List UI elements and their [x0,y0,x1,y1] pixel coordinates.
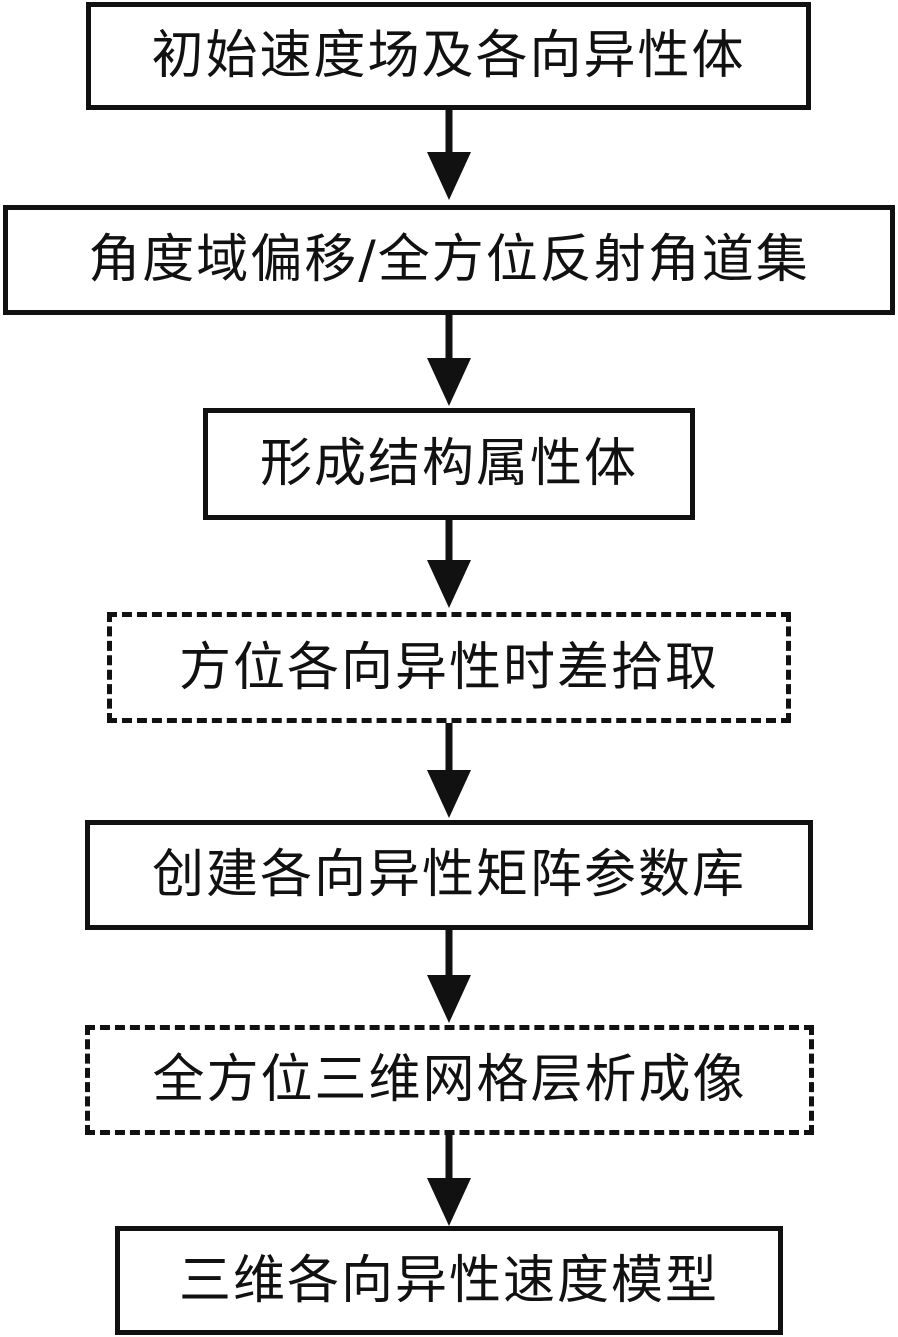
step-label: 初始速度场及各向异性体 [151,26,746,86]
step-angle-domain-migration-gathers: 角度域偏移/全方位反射角道集 [3,205,895,315]
step-azimuthal-moveout-picking: 方位各向异性时差拾取 [107,612,791,723]
step-3d-grid-tomography: 全方位三维网格层析成像 [85,1025,814,1135]
step-structural-attribute-volume: 形成结构属性体 [203,408,695,520]
step-anisotropy-matrix-library: 创建各向异性矩阵参数库 [85,820,813,930]
step-label: 角度域偏移/全方位反射角道集 [88,230,810,290]
arrow-2-3 [427,315,471,406]
arrow-5-6 [427,930,471,1023]
arrow-4-5 [427,723,471,818]
step-label: 形成结构属性体 [259,434,638,494]
step-label: 方位各向异性时差拾取 [178,637,719,698]
step-3d-anisotropic-velocity-model: 三维各向异性速度模型 [115,1226,783,1335]
step-label: 三维各向异性速度模型 [178,1250,719,1311]
step-label: 全方位三维网格层析成像 [152,1050,747,1110]
arrow-3-4 [427,520,471,608]
step-initial-velocity-anisotropy: 初始速度场及各向异性体 [86,2,811,110]
arrow-1-2 [427,110,471,200]
step-label: 创建各向异性矩阵参数库 [151,845,746,905]
arrow-6-7 [427,1135,471,1226]
